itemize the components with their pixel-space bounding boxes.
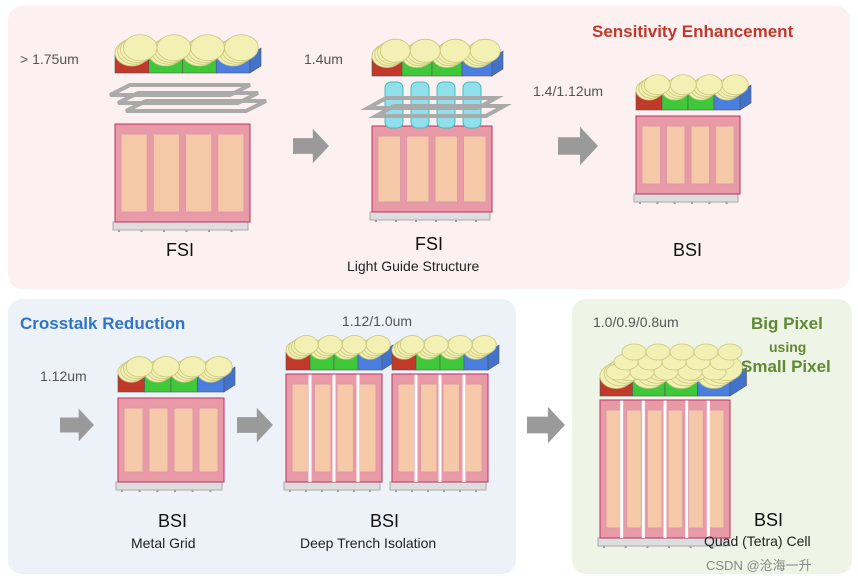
dti-b-photodiode: [420, 383, 438, 473]
type-label-dti: BSI: [370, 511, 400, 531]
subtitle-light-guide: Light Guide Structure: [347, 258, 480, 274]
type-label-metal-grid: BSI: [158, 511, 188, 531]
arrow-into-metal-grid: [60, 408, 94, 442]
quad-cell-photodiode: [688, 409, 704, 529]
bsi-top-micro-lens: [669, 74, 697, 96]
metal-grid-micro-lens: [152, 356, 180, 378]
fsi-photodiode: [120, 133, 148, 213]
fsi-micro-lens: [122, 34, 158, 62]
metal-grid-base: [115, 481, 223, 491]
fsi-metal-layer: [125, 99, 267, 113]
quad-cell-photodiode: [646, 409, 663, 529]
big-pixel-title-line3: Small Pixel: [741, 357, 831, 376]
fsi-lg-micro-lens: [469, 38, 501, 63]
bsi-top-micro-lens: [721, 74, 749, 96]
dti-b-micro-lens: [447, 335, 473, 355]
dti-a-photodiode: [291, 383, 309, 473]
bsi-top-photodiode: [666, 125, 686, 185]
crosstalk-title: Crosstalk Reduction: [20, 314, 186, 333]
metal-grid-micro-lens: [178, 356, 207, 378]
dti-b-micro-lens: [399, 335, 425, 355]
dti-a-photodiode: [336, 383, 354, 473]
watermark: CSDN @沧海一升: [706, 558, 812, 573]
fsi-lg-photodiode: [463, 135, 487, 203]
quad-cell-photodiode: [667, 409, 684, 529]
fsi-lg-micro-lens: [409, 38, 441, 63]
quad-cell-micro-lens: [693, 343, 719, 361]
quad-cell-micro-lens: [717, 343, 743, 361]
fsi-micro-lens: [190, 34, 225, 62]
subtitle-metal-grid: Metal Grid: [131, 535, 196, 551]
size-label-fsi-lg: 1.4um: [304, 51, 343, 67]
type-label-bsi: BSI: [673, 240, 703, 260]
size-label-metal-grid: 1.12um: [40, 368, 87, 384]
bsi-top-base: [633, 193, 739, 203]
metal-grid-photodiode: [148, 407, 169, 473]
quad-cell-micro-lens: [645, 343, 671, 361]
size-label-fsi: > 1.75um: [20, 51, 79, 67]
dti-b-photodiode: [465, 383, 483, 473]
fsi-lg-base: [369, 211, 491, 221]
fsi-base: [112, 221, 249, 231]
dti-b-micro-lens: [471, 335, 497, 355]
fsi-lg-photodiode: [377, 135, 401, 203]
bsi-top-photodiode: [641, 125, 661, 185]
big-pixel-title-line2: using: [769, 339, 807, 355]
type-label-fsi-lg: FSI: [415, 234, 444, 254]
size-label-dti: 1.12/1.0um: [342, 313, 413, 329]
metal-grid-micro-lens: [125, 356, 154, 378]
metal-grid-photodiode: [173, 407, 194, 473]
bsi-top-micro-lens: [643, 74, 671, 96]
dti-a-micro-lens: [365, 335, 391, 355]
fsi-photodiode: [152, 133, 180, 213]
arrow-metal-grid-to-dti: [237, 407, 273, 443]
quad-cell-micro-lens: [621, 343, 647, 361]
size-label-bsi: 1.4/1.12um: [533, 83, 604, 99]
dti-b-photodiode: [442, 383, 460, 473]
fsi-photodiode: [185, 133, 213, 213]
dti-b-base: [389, 481, 487, 491]
subtitle-quad-cell: Quad (Tetra) Cell: [704, 533, 811, 549]
dti-a-base: [283, 481, 381, 491]
bsi-top-micro-lens: [695, 74, 723, 96]
fsi-micro-lens: [224, 34, 259, 62]
metal-grid-micro-lens: [205, 356, 233, 378]
bsi-top-photodiode: [690, 125, 710, 185]
metal-grid-photodiode: [198, 407, 219, 473]
arrow-dti-to-quad: [527, 406, 565, 444]
fsi-lg-photodiode: [434, 135, 458, 203]
quad-cell-photodiode: [605, 409, 622, 529]
type-label-quad: BSI: [754, 510, 784, 530]
size-label-quad: 1.0/0.9/0.8um: [593, 314, 679, 330]
quad-cell-micro-lens: [669, 343, 695, 361]
quad-cell-photodiode: [626, 409, 642, 529]
arrow-fsi-lg-to-bsi: [558, 126, 598, 166]
bsi-top-photodiode: [715, 125, 735, 185]
subtitle-dti: Deep Trench Isolation: [300, 535, 437, 551]
fsi-micro-lens: [156, 34, 192, 62]
metal-grid-photodiode: [123, 407, 144, 473]
type-label-fsi: FSI: [166, 240, 195, 260]
dti-a-photodiode: [314, 383, 332, 473]
fsi-lg-micro-lens: [379, 38, 411, 63]
big-pixel-title-line1: Big Pixel: [751, 314, 823, 333]
quad-cell-photodiode: [708, 409, 725, 529]
dti-b-photodiode: [397, 383, 415, 473]
dti-a-photodiode: [359, 383, 377, 473]
dti-b-micro-lens: [423, 335, 449, 355]
dti-a-micro-lens: [293, 335, 319, 355]
fsi-lg-photodiode: [406, 135, 430, 203]
dti-a-micro-lens: [317, 335, 343, 355]
fsi-photodiode: [217, 133, 245, 213]
sensitivity-title: Sensitivity Enhancement: [592, 22, 794, 41]
arrow-fsi-to-fsi-lg: [293, 128, 329, 164]
fsi-lg-metal-layer: [368, 104, 512, 118]
dti-a-micro-lens: [341, 335, 367, 355]
fsi-lg-micro-lens: [439, 38, 471, 63]
